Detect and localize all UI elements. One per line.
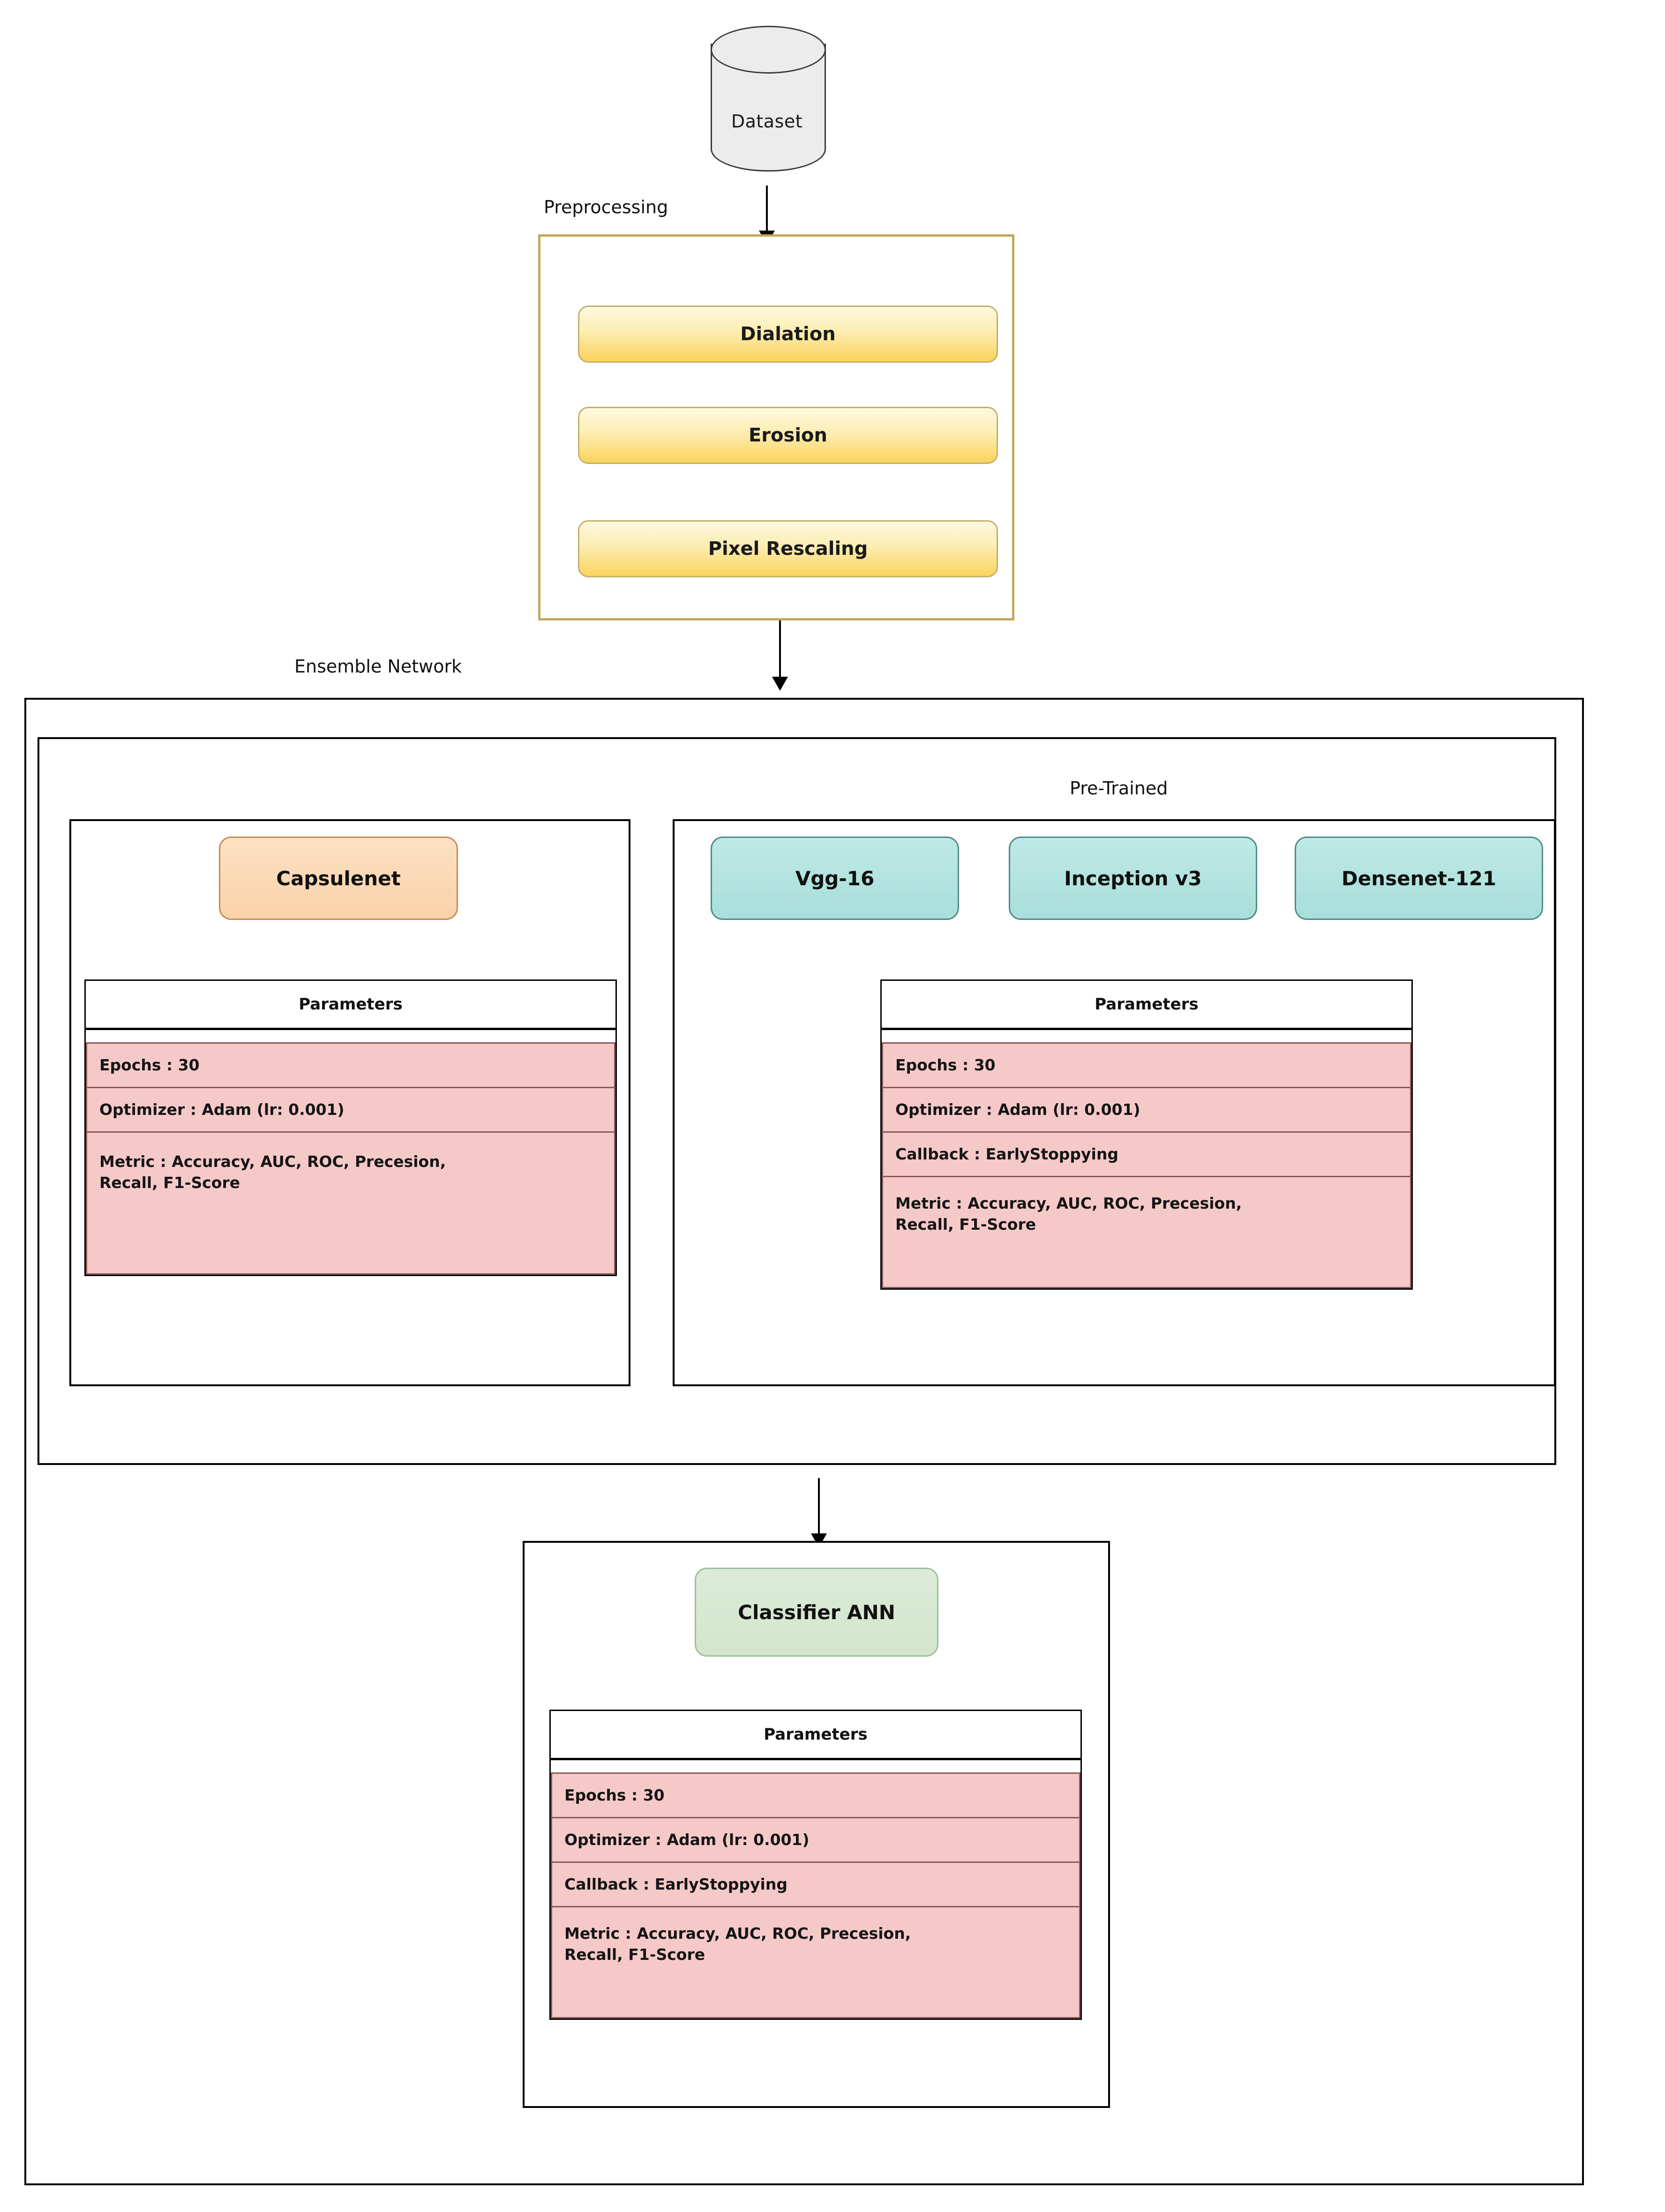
capsulenet-param-optimizer: Optimizer : Adam (lr: 0.001): [87, 1088, 614, 1133]
capsulenet-param-epochs: Epochs : 30: [87, 1044, 614, 1088]
preprocessing-step-erosion[interactable]: Erosion: [578, 407, 998, 464]
pre-trained-param-metric: Metric : Accuracy, AUC, ROC, Precesion, …: [883, 1177, 1410, 1287]
preprocessing-container: Dialation Erosion Pixel Rescaling: [538, 234, 1014, 620]
pre-trained-parameters-spacer: [882, 1030, 1411, 1042]
dataset-cylinder-top: [711, 26, 826, 74]
model-box-densenet-121[interactable]: Densenet-121: [1295, 837, 1543, 920]
classifier-ann-parameters-header: Parameters: [551, 1711, 1080, 1760]
capsulenet-parameters-spacer: [86, 1030, 615, 1042]
capsulenet-parameters-table: Parameters Epochs : 30 Optimizer : Adam …: [84, 979, 617, 1276]
capsulenet-model-box[interactable]: Capsulenet: [219, 837, 458, 920]
dataset-label: Dataset: [731, 111, 803, 132]
dataset-node: Dataset: [711, 26, 826, 187]
pre-trained-parameters-table: Parameters Epochs : 30 Optimizer : Adam …: [880, 979, 1413, 1290]
classifier-ann-param-callback: Callback : EarlyStoppying: [552, 1863, 1079, 1907]
pre-trained-parameters-rows: Epochs : 30 Optimizer : Adam (lr: 0.001)…: [882, 1042, 1411, 1288]
capsulenet-param-metric: Metric : Accuracy, AUC, ROC, Precesion, …: [87, 1133, 614, 1273]
pre-trained-param-epochs: Epochs : 30: [883, 1044, 1410, 1088]
pre-trained-param-callback: Callback : EarlyStoppying: [883, 1133, 1410, 1177]
classifier-ann-param-metric: Metric : Accuracy, AUC, ROC, Precesion, …: [552, 1907, 1079, 2017]
pre-trained-label: Pre-Trained: [1070, 778, 1168, 799]
classifier-ann-param-epochs: Epochs : 30: [552, 1774, 1079, 1818]
arrow-preprocessing-to-ensemble-line: [779, 620, 781, 681]
model-box-inception-v3[interactable]: Inception v3: [1009, 837, 1257, 920]
preprocessing-label: Preprocessing: [544, 197, 668, 217]
preprocessing-step-dilation[interactable]: Dialation: [578, 306, 998, 363]
capsulenet-parameters-header: Parameters: [86, 981, 615, 1030]
pre-trained-param-optimizer: Optimizer : Adam (lr: 0.001): [883, 1088, 1410, 1133]
arrow-preprocessing-to-ensemble-head: [772, 677, 788, 691]
capsulenet-parameters-rows: Epochs : 30 Optimizer : Adam (lr: 0.001)…: [86, 1042, 615, 1275]
arrow-ensemble-to-classifier-line: [818, 1478, 820, 1539]
pre-trained-parameters-header: Parameters: [882, 981, 1411, 1030]
preprocessing-step-pixel-rescaling[interactable]: Pixel Rescaling: [578, 520, 998, 577]
arrow-dataset-to-preprocessing-line: [766, 186, 768, 234]
ensemble-network-label: Ensemble Network: [294, 656, 462, 677]
model-box-vgg16[interactable]: Vgg-16: [711, 837, 959, 920]
classifier-ann-param-optimizer: Optimizer : Adam (lr: 0.001): [552, 1818, 1079, 1863]
classifier-ann-parameters-table: Parameters Epochs : 30 Optimizer : Adam …: [549, 1710, 1082, 2020]
classifier-ann-box[interactable]: Classifier ANN: [695, 1568, 938, 1657]
classifier-ann-parameters-spacer: [551, 1760, 1080, 1772]
classifier-ann-parameters-rows: Epochs : 30 Optimizer : Adam (lr: 0.001)…: [551, 1772, 1080, 2018]
